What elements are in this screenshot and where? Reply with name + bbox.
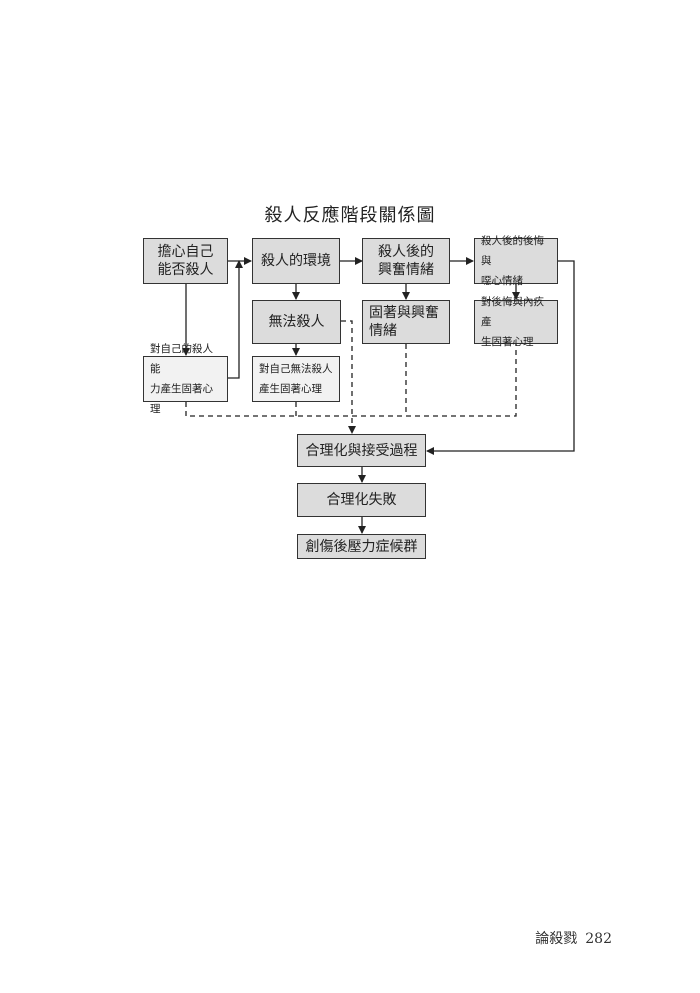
edge-dashed-collector (185, 344, 517, 417)
book-title: 論殺戮 (535, 931, 578, 947)
node-self-fixation: 對自己的殺人能 力產生固著心理 (143, 343, 228, 415)
node-environment: 殺人的環境 (252, 238, 340, 284)
node-excitement: 殺人後的 興奮情緒 (362, 238, 450, 284)
page-footer: 論殺戮 282 (535, 928, 612, 948)
diagram-title: 殺人反應階段關係圖 (264, 205, 436, 226)
node-fixation-excitement: 固著與興奮 情緒 (362, 300, 450, 344)
edge-selffix-loop (228, 260, 243, 379)
edge-dashed-unable (341, 320, 356, 434)
edge-regret-rationalization (426, 260, 575, 455)
node-ptsd: 創傷後壓力症候群 (297, 534, 426, 559)
node-unable-fixation: 對自己無法殺人 產生固著心理 (252, 356, 340, 402)
node-rationalization-fail: 合理化失敗 (297, 483, 426, 517)
node-guilt: 對後悔與內疚產 生固著心理 (474, 296, 558, 348)
page-number: 282 (585, 931, 612, 947)
node-regret: 殺人後的後悔與 噁心情緒 (474, 235, 558, 287)
node-unable: 無法殺人 (252, 300, 341, 344)
node-rationalization: 合理化與接受過程 (297, 434, 426, 467)
node-worry: 擔心自己 能否殺人 (143, 238, 228, 284)
